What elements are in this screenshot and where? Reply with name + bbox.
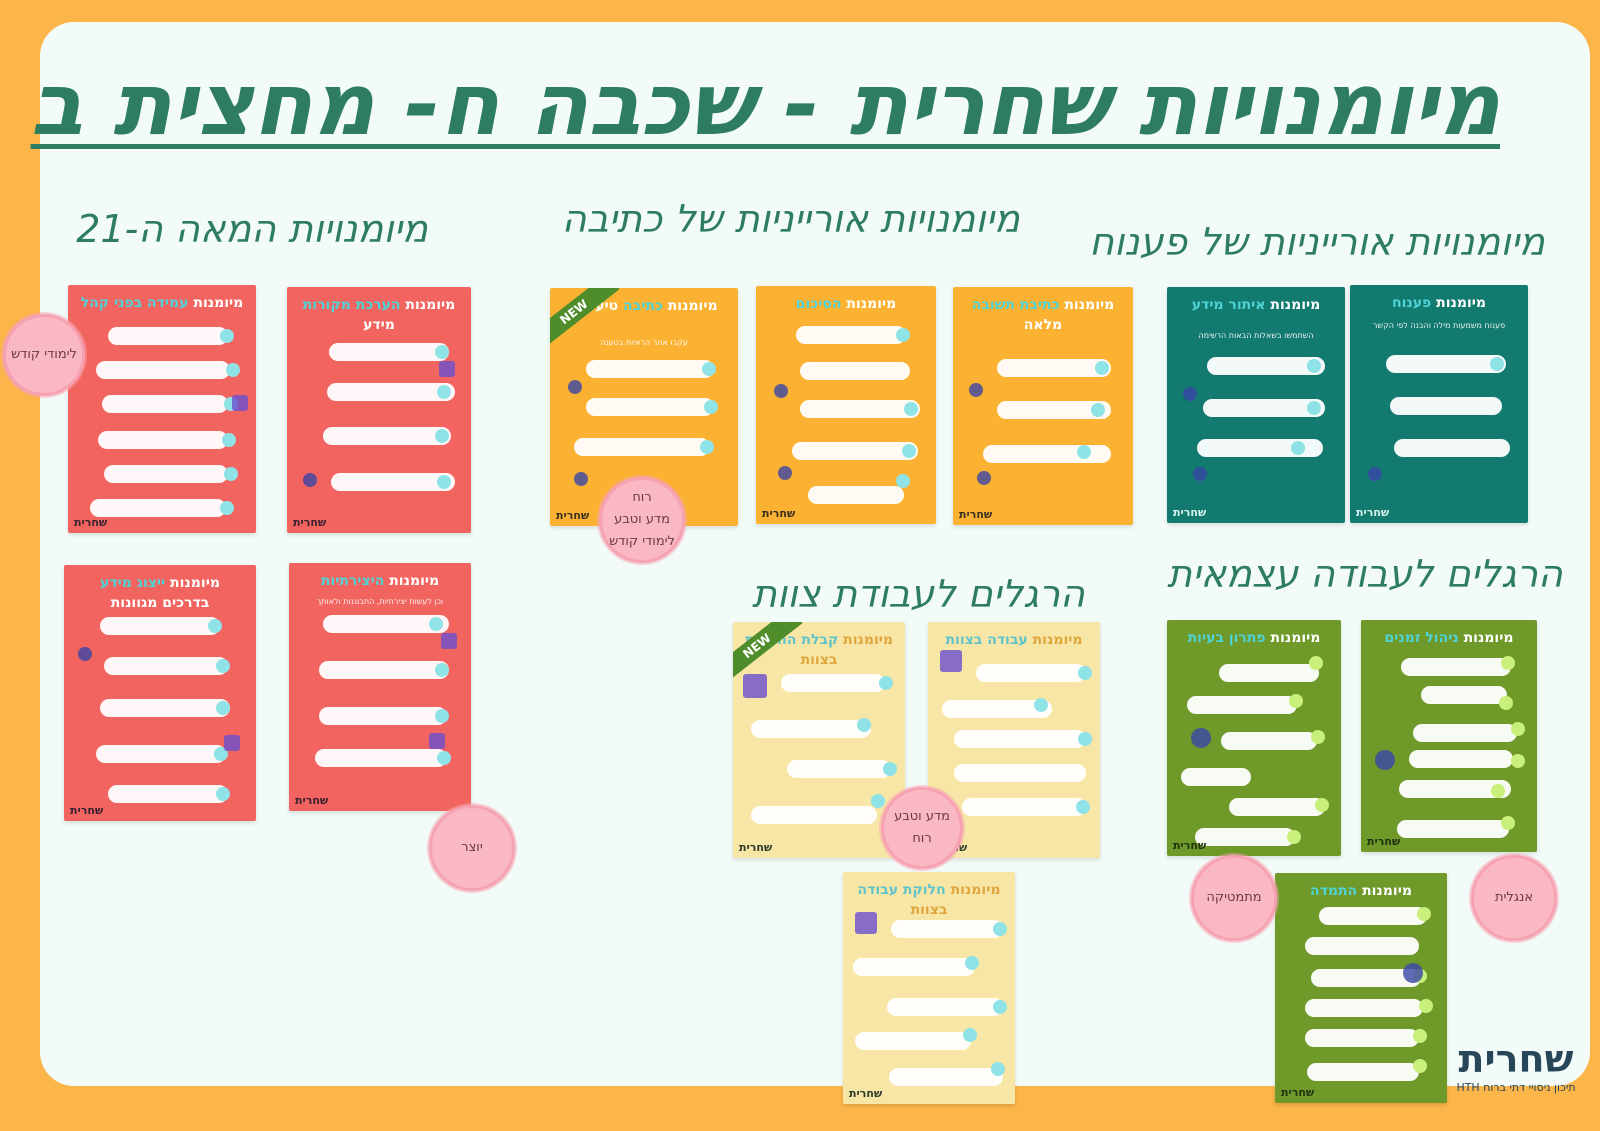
card-logo: שחרית [739,841,773,854]
stamp-label: מתמטיקה [1206,890,1262,905]
card-persistence[interactable]: מיומנות התמדה שחרית [1275,873,1447,1103]
stamp-label: רוח [912,831,932,846]
stamp-label: יוצר [461,840,483,855]
page-title: מיומנויות שחרית - שכבה ח- מחצית ב [30,55,1500,155]
card-logo: שחרית [556,509,590,522]
card-prefix: מיומנות [843,632,894,648]
stamp-label: אנגלית [1494,890,1534,905]
card-logo: שחרית [74,516,108,529]
card-subtitle: עקבו אחר הראיות בטענה [600,338,688,347]
subject-stamp-team: מדע וטבע רוח [884,790,960,866]
card-subtitle: השתמשו בשאלות הבאות הרשימה [1198,331,1314,340]
card-prefix: מיומנות [1436,295,1487,311]
card-title-rest: בדרכים מגוונות [110,595,210,611]
card-accent: הערכת מקורות [302,297,401,313]
card-prefix: מיומנות [170,575,220,591]
card-accent: ניהול זמנים [1384,630,1459,646]
card-accent: פענוח [1391,295,1432,311]
card-logo: שחרית [1173,506,1207,519]
card-full-answer[interactable]: מיומנות כתיבת תשובה מלאה שחרית [953,287,1133,525]
card-subtitle: פענוח משמעות מילה והבנה לפי הקשר [1372,321,1506,330]
card-info-gathering[interactable]: מיומנות איתור מידע השתמשו בשאלות הבאות ה… [1167,287,1345,523]
stamp-label: לימודי קודש [11,347,77,362]
card-argument-writing[interactable]: NEW מיומנות כתיבה טיעונית עקבו אחר הראיו… [550,288,738,526]
stamp-label: רוח [632,490,652,505]
school-logo: שחרית תיכון ניסויי דתי ברוח HTH [1448,1040,1584,1094]
card-task-split[interactable]: מיומנות חלוקת עבודה בצוות שחרית [843,872,1015,1104]
card-time-management[interactable]: מיומנות ניהול זמנים שחרית [1361,620,1537,852]
stamp-label: מדע וטבע [614,512,670,527]
card-accent: הסיכום [795,296,842,312]
card-problem-solving[interactable]: מיומנות פתרון בעיות שחרית [1167,620,1341,856]
card-accent: היצירתיות [320,573,385,589]
card-accent: חלוקת עבודה [857,882,946,898]
card-decoding[interactable]: מיומנות פענוח פענוח משמעות מילה והבנה לפ… [1350,285,1528,523]
card-logo: שחרית [293,516,327,529]
subject-stamp-kodesh: לימודי קודש [6,317,82,393]
card-summary[interactable]: מיומנות הסיכום שחרית [756,286,936,524]
stamp-label: מדע וטבע [894,809,950,824]
card-prefix: מיומנות [1463,630,1514,646]
card-prefix: מיומנות [1362,883,1412,899]
card-logo: שחרית [959,508,993,521]
card-creativity[interactable]: מיומנות היצירתיות וכן לעשות יצירתיות, הת… [289,563,471,811]
card-title-rest: מידע [363,317,395,333]
card-logo: שחרית [70,804,104,817]
card-accent: כתיבת תשובה [971,297,1060,313]
section-title-team: הרגלים לעבודת צוות [751,572,1085,616]
school-tagline: תיכון ניסויי דתי ברוח HTH [1456,1081,1576,1094]
card-title-rest: בצוות [910,902,948,918]
section-title-century21: מיומנויות המאה ה-21 [76,207,428,251]
card-prefix: מיומנות [405,297,456,313]
section-title-writing: מיומנויות אורייניות של כתיבה [561,197,1020,241]
card-accent: ייצוג מידע [100,575,166,591]
card-title-rest: בצוות [800,652,838,668]
card-accent: עמידה בפני קהל [80,295,189,311]
card-accent: עבודה בצוות [945,632,1028,648]
card-prefix: מיומנות [389,573,440,589]
card-prefix: מיומנות [667,298,718,314]
card-logo: שחרית [1356,506,1390,519]
card-accent: כתיבה [623,298,663,314]
card-prefix: מיומנות [193,295,244,311]
subject-stamp-creator: יוצר [432,808,512,888]
section-title-decoding: מיומנויות אורייניות של פענוח [1089,220,1545,264]
card-public-speaking[interactable]: מיומנות עמידה בפני קהל שחרית [68,285,256,533]
card-accent: איתור מידע [1191,297,1266,313]
section-title-independent: הרגלים לעבודה עצמאית [1167,552,1563,596]
card-title-rest: מלאה [1023,317,1063,333]
card-prefix: מיומנות [950,882,1001,898]
subject-stamp-math: מתמטיקה [1194,858,1274,938]
subject-stamp-writing: רוח מדע וטבע לימודי קודש [602,480,682,560]
subject-stamp-english: אנגלית [1474,858,1554,938]
card-prefix: מיומנות [1032,632,1083,648]
card-prefix: מיומנות [1270,630,1321,646]
card-logo: שחרית [762,507,796,520]
card-logo: שחרית [1367,835,1401,848]
school-name: שחרית [1458,1037,1574,1081]
card-logo: שחרית [295,794,329,807]
card-subtitle: וכן לעשות יצירתיות, התבוננות ולאותך [316,597,444,606]
card-source-evaluation[interactable]: מיומנות הערכת מקורות מידע שחרית [287,287,471,533]
card-logo: שחרית [1281,1086,1315,1099]
card-logo: שחרית [1173,839,1207,852]
card-accent: התמדה [1310,883,1358,899]
card-info-display[interactable]: מיומנות ייצוג מידע בדרכים מגוונות שחרית [64,565,256,821]
card-prefix: מיומנות [1064,297,1115,313]
card-prefix: מיומנות [846,296,897,312]
card-prefix: מיומנות [1270,297,1321,313]
stamp-label: לימודי קודש [609,534,675,549]
card-logo: שחרית [849,1087,883,1100]
card-accent: פתרון בעיות [1187,630,1266,646]
